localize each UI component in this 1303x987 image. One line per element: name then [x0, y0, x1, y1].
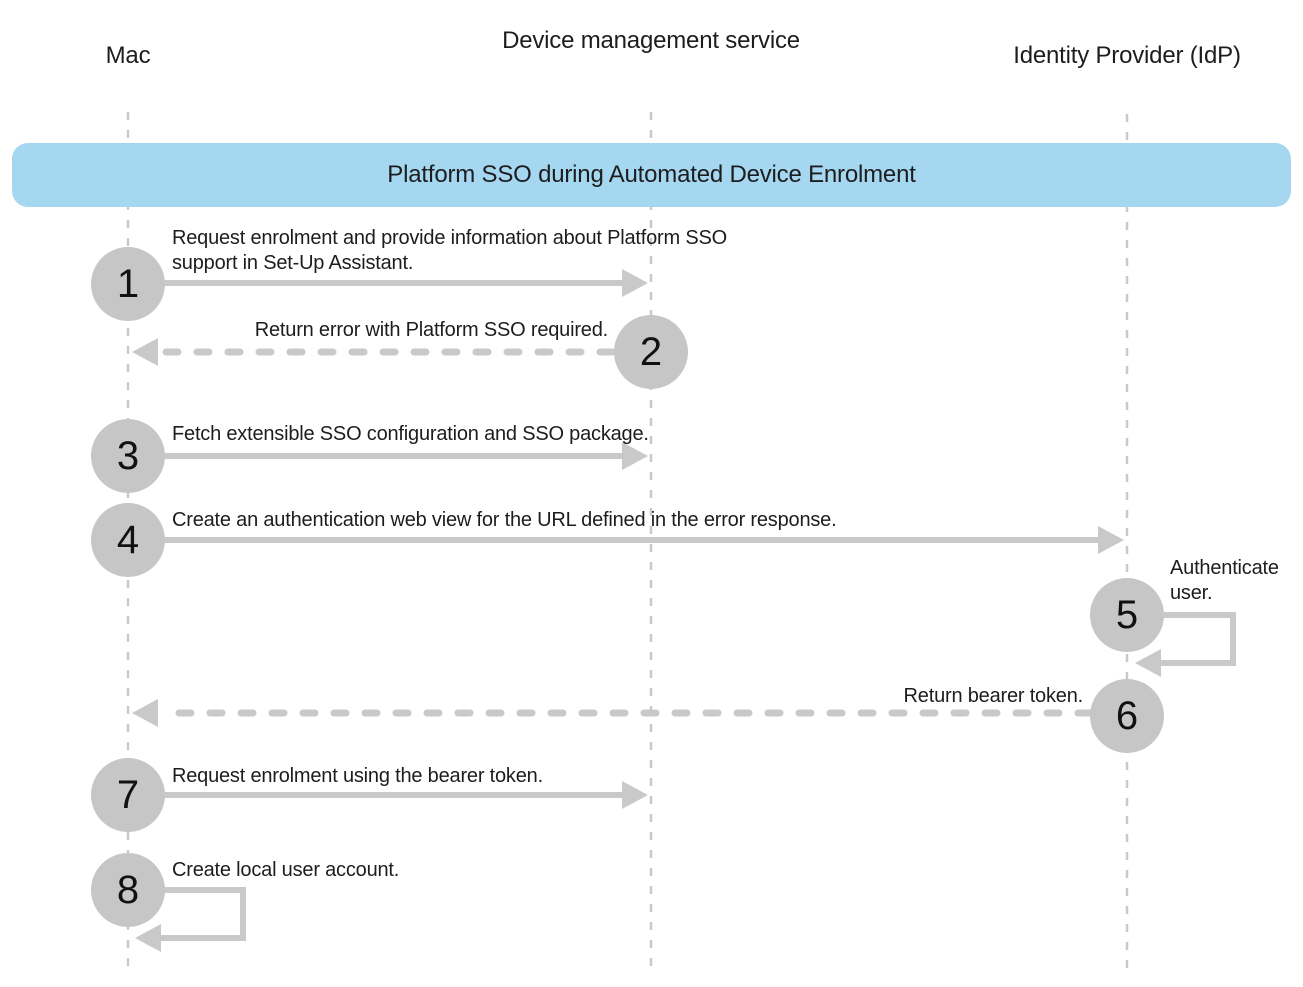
- step-circle-3: 3: [91, 419, 165, 493]
- actor-label-mac: Mac: [105, 42, 151, 69]
- title-banner: Platform SSO during Automated Device Enr…: [12, 143, 1291, 207]
- step-circle-2: 2: [614, 315, 688, 389]
- actor-label-device-management-service: Device management service: [502, 27, 800, 54]
- arrowhead-left-icon: [132, 338, 158, 366]
- arrow-step-5-self-loop: [1135, 612, 1236, 677]
- arrowhead-right-icon: [1098, 526, 1124, 554]
- arrow-step-7: [165, 781, 648, 809]
- step-label-8: Create local user account.: [172, 859, 400, 881]
- step-label-6: Return bearer token.: [903, 685, 1084, 707]
- step-label-2: Return error with Platform SSO required.: [254, 319, 608, 341]
- actor-label-identity-provider: Identity Provider (IdP): [1013, 42, 1241, 69]
- step-label-1: Request enrolment and provide informatio…: [172, 227, 727, 274]
- arrowhead-left-icon: [135, 924, 161, 952]
- step-circle-8: 8: [91, 853, 165, 927]
- step-label-7: Request enrolment using the bearer token…: [172, 765, 543, 787]
- step-circle-4: 4: [91, 503, 165, 577]
- arrow-step-8-self-loop: [135, 887, 246, 952]
- arrow-step-1: [165, 269, 648, 297]
- step-label-5: Authenticate user.: [1170, 557, 1279, 604]
- step-circle-7: 7: [91, 758, 165, 832]
- arrowhead-left-icon: [1135, 649, 1161, 677]
- arrow-step-4: [165, 526, 1124, 554]
- arrow-step-3: [165, 442, 648, 470]
- arrowhead-right-icon: [622, 781, 648, 809]
- arrow-step-2: [132, 338, 616, 366]
- step-circle-1: 1: [91, 247, 165, 321]
- step-circle-6: 6: [1090, 679, 1164, 753]
- diagram-title: Platform SSO during Automated Device Enr…: [387, 161, 916, 188]
- step-circle-5: 5: [1090, 578, 1164, 652]
- step-label-4: Create an authentication web view for th…: [172, 509, 837, 531]
- arrowhead-left-icon: [132, 699, 158, 727]
- step-label-3: Fetch extensible SSO configuration and S…: [172, 423, 649, 445]
- arrowhead-right-icon: [622, 442, 648, 470]
- arrowhead-right-icon: [622, 269, 648, 297]
- arrow-step-6: [132, 699, 1094, 727]
